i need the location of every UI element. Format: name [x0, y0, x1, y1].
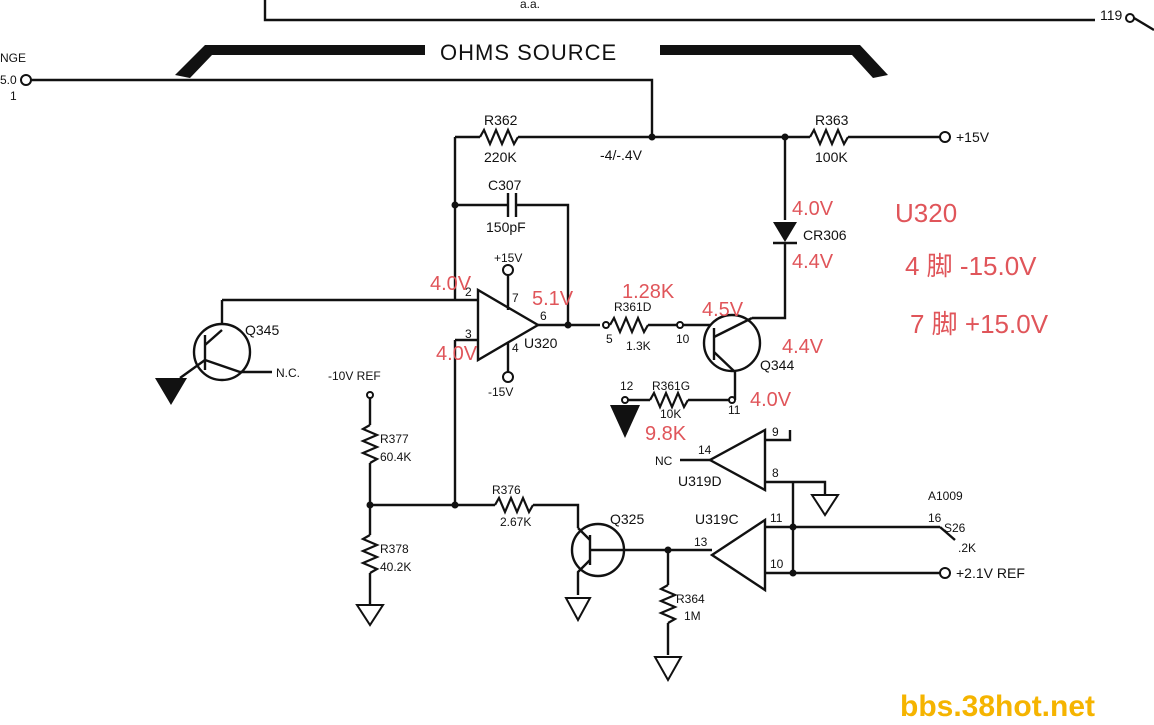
- r377-ref: R377: [380, 432, 409, 446]
- u319c-ref: U319C: [695, 511, 739, 527]
- r378-ref: R378: [380, 542, 409, 556]
- u320-ref: U320: [524, 335, 558, 351]
- u319c-pin13: 13: [694, 535, 708, 549]
- annot-pin2: 4.0V: [430, 273, 472, 295]
- r378-value: 40.2K: [380, 560, 411, 574]
- annot-out: 5.1V: [532, 288, 574, 310]
- annot-pin3: 4.0V: [436, 343, 478, 365]
- u320-pin2: 2: [465, 285, 472, 299]
- top-cut-text: a.a.: [520, 0, 540, 11]
- q345-ref: Q345: [245, 322, 279, 338]
- u320-pin3: 3: [465, 327, 472, 341]
- r362-value: 220K: [484, 149, 517, 165]
- r364-value: 1M: [684, 609, 701, 623]
- annot-cr306-top: 4.0V: [792, 198, 834, 220]
- u320-vminus-label: -15V: [488, 385, 513, 399]
- plus15-label: +15V: [956, 129, 990, 145]
- annot-u320-pin7: 7 脚 +15.0V: [910, 309, 1049, 339]
- left-range-input: NGE 5.0 1: [0, 51, 654, 137]
- top-rail: R362 220K R363 100K -4/-.4V +15V: [455, 112, 990, 165]
- annot-cr306-bot: 4.4V: [792, 251, 834, 273]
- nc2-label: NC: [655, 454, 673, 468]
- r361d-pin5: 5: [606, 332, 613, 346]
- r361g-pin11: 11: [728, 403, 741, 417]
- r361g-resistor: 12 11 R361G 10K: [610, 379, 741, 438]
- ohms-source-title: OHMS SOURCE: [440, 40, 617, 65]
- handwritten-annotations: 4.0V 4.4V U320 4 脚 -15.0V 7 脚 +15.0V 4.0…: [430, 198, 1049, 445]
- q325-stage: R376 2.67K Q325 R364 1M: [492, 483, 705, 683]
- r361d-pin10: 10: [676, 332, 690, 346]
- s26-tag: A1009: [928, 489, 963, 503]
- u319d-pin9: 9: [772, 425, 779, 439]
- r361d-value: 1.3K: [626, 339, 651, 353]
- q325-ref: Q325: [610, 511, 644, 527]
- top-cutoff-box: a.a. 119: [263, 0, 1154, 32]
- annot-u320-pin4: 4 脚 -15.0V: [905, 251, 1037, 281]
- annot-r-meas: 1.28K: [622, 281, 675, 303]
- u320-pin4: 4: [512, 341, 519, 355]
- u320-pin6: 6: [540, 309, 547, 323]
- nc1-label: N.C.: [276, 366, 300, 380]
- r377-value: 60.4K: [380, 450, 411, 464]
- cr306-diode: CR306: [752, 137, 847, 320]
- site-watermark: bbs.38hot.net: [900, 690, 1095, 723]
- s26-ref: S26: [944, 521, 966, 535]
- c307-feedback: C307 150pF: [451, 137, 570, 325]
- annot-q344-base: 4.5V: [702, 299, 744, 321]
- u319d-pin14: 14: [698, 443, 712, 457]
- c307-ref: C307: [488, 177, 522, 193]
- u320-pin7: 7: [512, 291, 519, 305]
- annot-u320-title: U320: [895, 198, 957, 228]
- r364-ref: R364: [676, 592, 705, 606]
- u319d-opamp: 14 9 8 U319D NC: [655, 425, 840, 517]
- r376-ref: R376: [492, 483, 521, 497]
- r362-ref: R362: [484, 112, 518, 128]
- u319d-pin8: 8: [772, 466, 779, 480]
- r361d-ref: R361D: [614, 300, 652, 314]
- u320-opamp: 2 3 7 4 6 U320 +15V -15V: [220, 251, 600, 505]
- q344-ref: Q344: [760, 357, 794, 373]
- u319d-ref: U319D: [678, 473, 722, 489]
- u319c-pin10: 10: [770, 557, 784, 571]
- r361g-value: 10K: [660, 407, 681, 421]
- ohms-source-banner: OHMS SOURCE: [175, 40, 888, 78]
- q344-stage: 5 10 R361D 1.3K Q344: [602, 300, 794, 400]
- r361g-ref: R361G: [652, 379, 690, 393]
- u320-vplus-label: +15V: [494, 251, 522, 265]
- r376-value: 2.67K: [500, 515, 531, 529]
- left-cut-top: NGE: [0, 51, 26, 65]
- s26-value: .2K: [958, 541, 976, 555]
- left-cut-bot: 1: [10, 89, 17, 103]
- top-ref-label: 119: [1100, 7, 1123, 23]
- c307-value: 150pF: [486, 219, 526, 235]
- annot-q344-emit: 4.4V: [782, 336, 824, 358]
- ref-divider: -10V REF R377 60.4K R378 40.2K: [328, 369, 495, 627]
- q345-transistor: Q345 N.C.: [155, 322, 300, 405]
- ref-plus2-label: +2.1V REF: [956, 565, 1025, 581]
- cr306-ref: CR306: [803, 227, 847, 243]
- left-cut-mid: 5.0: [0, 73, 17, 87]
- s26-pin: 16: [928, 511, 942, 525]
- node-voltage-label: -4/-.4V: [600, 147, 643, 163]
- u319c-opamp: 13 11 10 U319C A1009 16 S26 .2K +2.1V RE…: [690, 482, 1025, 593]
- r363-value: 100K: [815, 149, 848, 165]
- annot-pin11: 4.0V: [750, 389, 792, 411]
- r363-ref: R363: [815, 112, 849, 128]
- ref-minus10-label: -10V REF: [328, 369, 381, 383]
- annot-r-meas2: 9.8K: [645, 423, 687, 445]
- r361g-pin12: 12: [620, 379, 634, 393]
- u319c-pin11: 11: [770, 511, 783, 525]
